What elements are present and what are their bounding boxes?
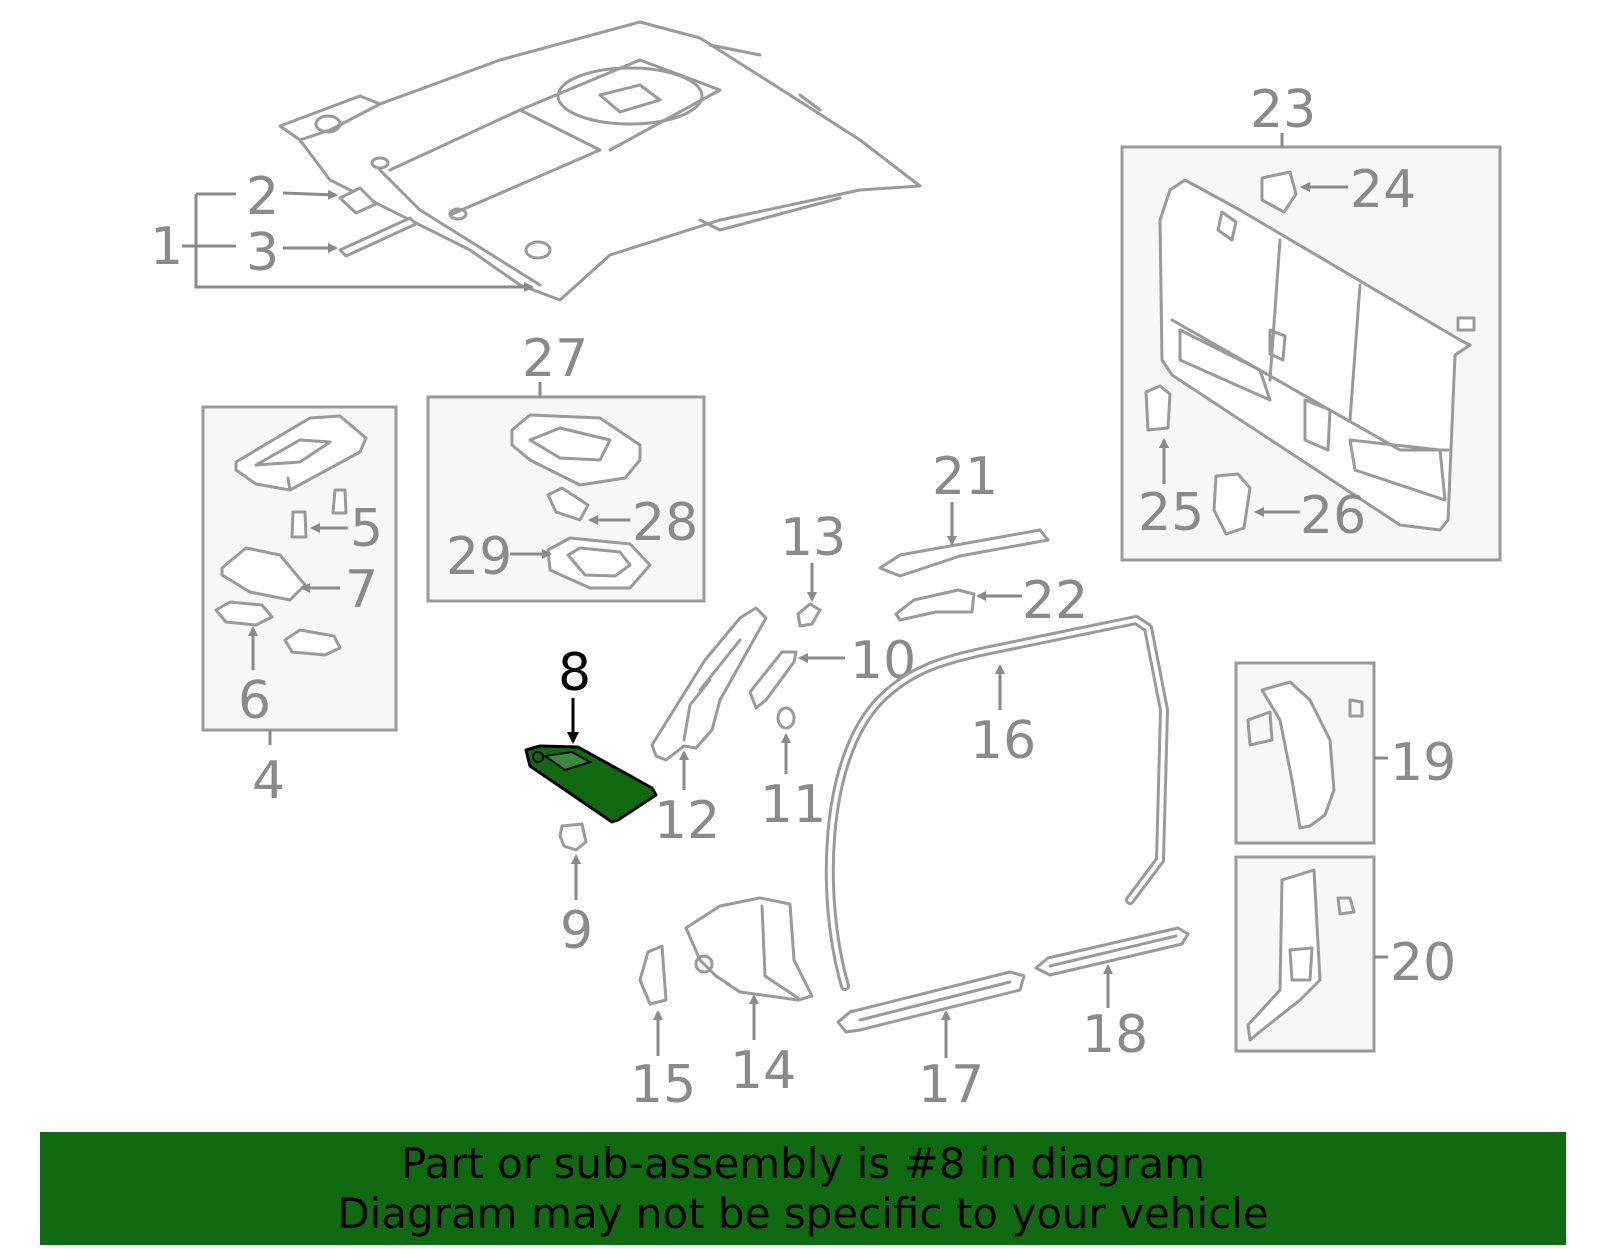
info-banner: Part or sub-assembly is #8 in diagram Di… [40,1132,1566,1245]
callout-22: 22 [1022,571,1088,631]
callout-23: 23 [1250,80,1316,140]
cover-part-25[interactable] [1144,384,1172,432]
dome-lamp-part[interactable] [234,414,368,492]
callout-9: 9 [560,901,593,961]
callout-3: 3 [246,223,279,283]
callout-6: 6 [238,671,271,731]
callout-27: 27 [522,329,588,389]
back-panel-trim-part-23[interactable] [1158,178,1472,532]
clip-part-24[interactable] [1260,170,1298,214]
bracket-part-10[interactable] [748,650,798,710]
callout-29: 29 [446,527,512,587]
clip-part-13[interactable] [796,602,822,628]
callout-13: 13 [780,508,846,568]
quarter-trim-part-20[interactable] [1246,868,1356,1042]
a-pillar-garnish-part-12[interactable] [650,606,768,762]
map-lamp-part[interactable] [510,413,642,487]
callout-17: 17 [918,1055,984,1115]
callout-24: 24 [1350,160,1416,220]
callout-20: 20 [1390,933,1456,993]
callout-7: 7 [345,560,378,620]
scuff-plate-part-21[interactable] [878,528,1050,578]
banner-line-2: Diagram may not be specific to your vehi… [337,1188,1269,1238]
lamp-housing-part-7[interactable] [220,546,307,602]
lamp-cover-part[interactable] [283,628,342,657]
callout-18: 18 [1082,1005,1148,1065]
callout-21: 21 [932,447,998,507]
callout-26: 26 [1300,486,1366,546]
cowl-side-trim-part-14[interactable] [684,896,814,1002]
bulb-part-28[interactable] [546,486,590,522]
callout-14: 14 [730,1041,796,1101]
bulb-part-5a[interactable] [331,488,348,515]
sun-visor-part-8[interactable] [524,744,658,824]
callout-12: 12 [654,791,720,851]
trim-strip-part-3[interactable] [338,216,418,258]
callout-16: 16 [970,711,1036,771]
headliner-part[interactable] [278,20,922,302]
callout-1: 1 [150,217,183,277]
callout-28: 28 [632,493,698,553]
b-pillar-garnish-part-19[interactable] [1246,680,1364,830]
callout-4: 4 [252,751,285,811]
bulb-part-5b[interactable] [290,510,308,539]
door-opening-trim-part-16[interactable] [824,615,1169,991]
clip-part-11[interactable] [776,706,796,730]
bracket-part-22[interactable] [894,588,976,622]
bracket-part-15[interactable] [638,944,668,1006]
banner-line-1: Part or sub-assembly is #8 in diagram [400,1138,1206,1188]
callout-8: 8 [558,643,591,703]
cover-part-26[interactable] [1212,472,1252,536]
visor-clip-part-9[interactable] [558,822,588,852]
callout-5: 5 [350,499,383,559]
callout-11: 11 [760,775,826,835]
callout-15: 15 [630,1055,696,1115]
callout-2: 2 [246,167,279,227]
callout-25: 25 [1138,483,1204,543]
sunvisor-holder-part-2[interactable] [338,186,378,215]
bolt-part[interactable] [1456,316,1476,332]
callout-19: 19 [1390,733,1456,793]
lens-part-6[interactable] [214,600,274,627]
